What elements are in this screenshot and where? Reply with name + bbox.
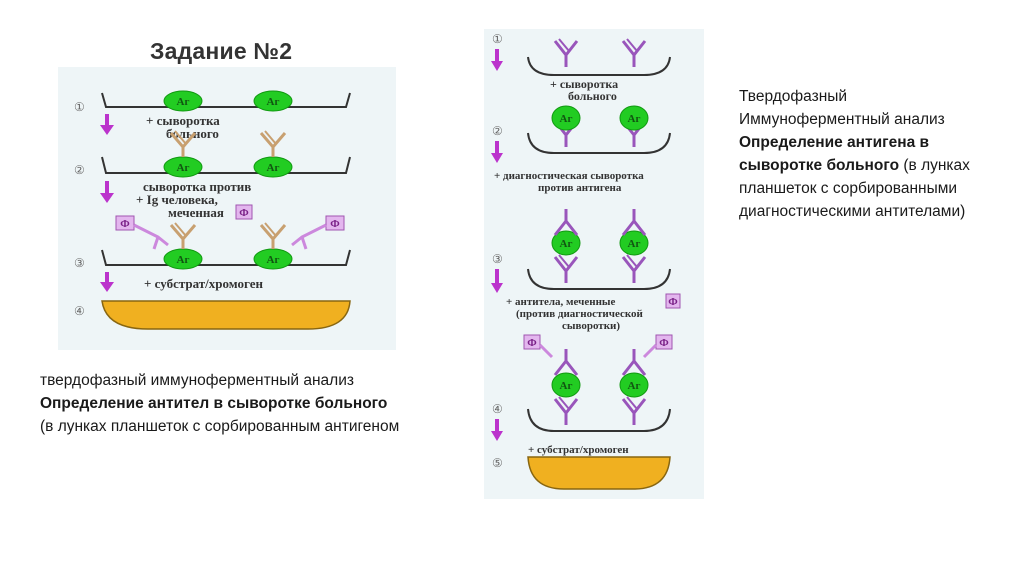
right-antigen-3a <box>551 230 581 256</box>
left-enzyme-3b <box>325 215 345 231</box>
left-reagent-1-line2: больного <box>166 126 219 141</box>
caption-left-line1: твердофазный иммуноферментный анализ <box>40 372 354 389</box>
left-step-1: ① <box>74 100 85 114</box>
right-enzyme-4a <box>523 334 541 350</box>
left-reagent-2-line1: сыворотка против <box>143 179 251 194</box>
left-antibody-2b <box>259 129 287 159</box>
right-reagent-2-line1: + диагностическая сыворотка <box>494 170 644 182</box>
right-reagent-2-line2: против антигена <box>538 182 622 194</box>
caption-left-bold: Определение антител в сыворотке больного <box>40 395 388 412</box>
svg-text:Аг: Аг <box>560 113 573 125</box>
svg-text:Аг: Аг <box>560 380 573 392</box>
caption-right-line2: Иммуноферментный анализ <box>739 111 945 128</box>
left-well-2 <box>101 156 351 174</box>
left-reagent-3: + субстрат/хромоген <box>144 276 263 291</box>
svg-text:Аг: Аг <box>560 238 573 250</box>
caption-right-bold: Определение антигена в сыворотке больног… <box>739 134 930 174</box>
left-enzyme-3a <box>115 215 135 231</box>
right-enzyme-legend <box>665 293 681 309</box>
right-diagram: ① + сыворотка больного ② Аг Аг + диагнос… <box>491 32 681 490</box>
caption-right: Твердофазный Иммуноферментный анализ Опр… <box>739 85 1009 223</box>
right-reagent-1-line1: + сыворотка <box>550 77 618 91</box>
right-antigen-2b <box>619 105 649 131</box>
left-diagram: ① Аг Аг + сыворотка больного ② Аг Аг сыв… <box>74 90 351 330</box>
right-step-3: ③ <box>492 252 503 266</box>
left-reagent-2-line3: меченная <box>168 205 224 220</box>
right-arrow-2 <box>491 153 503 163</box>
left-substrate-well <box>101 300 351 330</box>
left-step-4: ④ <box>74 304 85 318</box>
right-reagent-3-line1: + антитела, меченные <box>506 296 616 308</box>
svg-text:Ф: Ф <box>120 218 130 230</box>
left-antigen-label-1b: Аг <box>267 96 280 108</box>
left-reagent-2-line2: + Ig человека, <box>136 192 218 207</box>
right-well-2 <box>527 132 671 154</box>
svg-text:Аг: Аг <box>628 238 641 250</box>
right-well-1 <box>527 56 671 76</box>
svg-text:Аг: Аг <box>267 254 280 266</box>
left-enzyme-legend <box>235 204 253 220</box>
svg-text:Ф: Ф <box>527 337 537 349</box>
svg-text:Ф: Ф <box>239 207 249 219</box>
svg-text:Ф: Ф <box>659 337 669 349</box>
right-reagent-3-line3: сыворотки) <box>562 320 620 332</box>
left-well-3 <box>101 249 351 266</box>
right-reagent-1-line2: больного <box>568 89 617 103</box>
left-step-2: ② <box>74 163 85 177</box>
right-reagent-3-line2: (против диагностической <box>516 308 644 320</box>
left-antigen-label-2a: Аг <box>177 162 190 174</box>
caption-left-rest: (в лунках планшеток с сорбированным анти… <box>40 418 400 435</box>
right-step-4: ④ <box>492 402 503 416</box>
right-reagent-4: + субстрат/хромоген <box>528 444 629 456</box>
left-well-1 <box>101 92 351 108</box>
right-well-3 <box>527 268 671 290</box>
page-title: Задание №2 <box>150 38 293 64</box>
right-antigen-4b <box>619 372 649 398</box>
caption-right-line1: Твердофазный <box>739 88 848 105</box>
left-antigen-label-1a: Аг <box>177 96 190 108</box>
right-arrow-1 <box>491 61 503 71</box>
caption-left: твердофазный иммуноферментный анализ Опр… <box>40 369 480 438</box>
left-step-3: ③ <box>74 256 85 270</box>
right-step-5: ⑤ <box>492 456 503 470</box>
right-antibody-1b <box>621 37 647 69</box>
svg-text:Аг: Аг <box>177 254 190 266</box>
right-well-4 <box>527 408 671 432</box>
right-antigen-4a <box>551 372 581 398</box>
left-reagent-1-line1: + сыворотка <box>146 113 220 128</box>
caption-right-rest: (в лунках планшеток с сорбированными диа… <box>739 157 970 220</box>
right-antigen-3b <box>619 230 649 256</box>
left-antigen-label-2b: Аг <box>267 162 280 174</box>
right-step-2: ② <box>492 124 503 138</box>
right-arrow-3 <box>491 283 503 293</box>
right-antigen-2a <box>551 105 581 131</box>
right-antibody-1a <box>553 37 579 69</box>
left-arrow-head-1 <box>100 125 114 135</box>
right-enzyme-4b <box>655 334 673 350</box>
right-step-1: ① <box>492 32 503 46</box>
svg-text:Ф: Ф <box>668 296 678 308</box>
svg-text:Ф: Ф <box>330 218 340 230</box>
right-substrate-well <box>527 456 671 490</box>
svg-text:Аг: Аг <box>628 113 641 125</box>
right-arrow-4 <box>491 431 503 441</box>
svg-text:Аг: Аг <box>628 380 641 392</box>
